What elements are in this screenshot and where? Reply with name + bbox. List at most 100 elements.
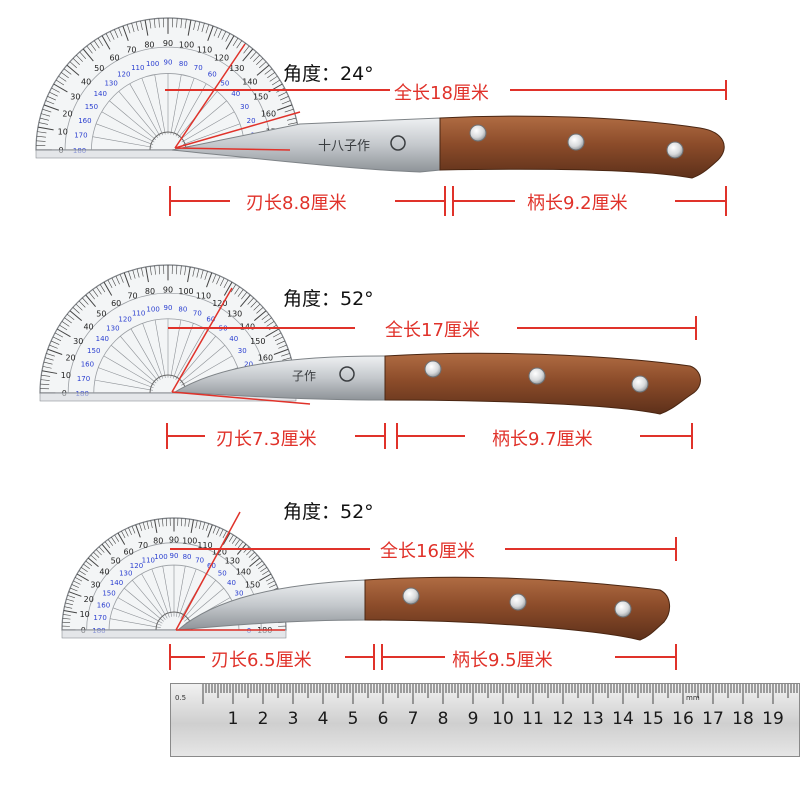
protractor-tick (250, 300, 258, 308)
protractor-inner-label: 90 (164, 304, 173, 312)
protractor-inner-label: 120 (130, 562, 143, 570)
protractor-tick (62, 621, 71, 624)
angle-line-2 (171, 287, 233, 393)
protractor-tick (288, 122, 298, 125)
protractor-tick (93, 40, 100, 49)
ruler-number: 4 (318, 709, 329, 729)
protractor-inner-label: 70 (193, 309, 202, 317)
protractor-inner-label: 110 (132, 309, 145, 317)
protractor-tick (38, 122, 48, 125)
protractor-scale-label: 120 (214, 53, 229, 62)
protractor-tick (37, 126, 54, 131)
protractor-tick (55, 79, 65, 86)
knife-1-logo (390, 135, 406, 151)
protractor-scale-label: 30 (90, 581, 100, 590)
protractor-tick (76, 54, 83, 62)
protractor-spoke (98, 367, 154, 389)
ruler-number: 10 (492, 709, 514, 729)
protractor-spoke (172, 323, 194, 379)
protractor-tick (192, 267, 195, 277)
ruler-number: 7 (408, 709, 419, 729)
protractor-tick (104, 541, 111, 549)
protractor-tick (61, 321, 70, 327)
total-length-label-1: 全长18厘米 (394, 83, 489, 104)
protractor-2: 0010102020303040405050606070708080909010… (39, 264, 297, 402)
protractor-scale-label: 20 (62, 109, 72, 118)
protractor-tick (230, 284, 237, 293)
protractor-scale-label: 10 (58, 127, 68, 136)
protractor-tick (96, 286, 102, 295)
protractor-tick (222, 532, 231, 545)
protractor-tick (259, 61, 267, 69)
protractor-tick (82, 48, 94, 62)
protractor-scale-label: 90 (169, 535, 179, 544)
protractor-tick (135, 524, 141, 538)
protractor-tick (114, 29, 119, 38)
protractor-tick (281, 353, 290, 357)
protractor-spoke (170, 74, 182, 135)
protractor-scale-label: 160 (258, 354, 273, 363)
angle-base-2 (171, 391, 311, 405)
handle-length-label-1: 柄长9.2厘米 (527, 193, 628, 214)
protractor-tick (236, 40, 243, 49)
protractor-tick (56, 328, 71, 338)
protractor-spoke (178, 568, 197, 618)
protractor-tick (101, 35, 111, 50)
protractor-tick (262, 570, 270, 576)
protractor-spoke (162, 565, 172, 617)
protractor-tick (78, 570, 86, 576)
knife-2-rivet (424, 360, 442, 378)
protractor-tick (149, 19, 152, 29)
protractor-scale-label: 130 (229, 64, 244, 73)
protractor-tick (59, 324, 68, 331)
protractor-spoke (141, 573, 168, 619)
protractor-tick (253, 310, 267, 321)
protractor-tick (273, 348, 289, 355)
protractor-tick (62, 617, 71, 620)
protractor-scale-label: 110 (197, 46, 212, 55)
blade-length-label-2: 刃长7.3厘米 (216, 429, 317, 450)
protractor-tick (87, 557, 99, 568)
protractor-spoke (182, 123, 241, 145)
protractor-scale-label: 150 (245, 581, 260, 590)
protractor-tick (124, 529, 129, 537)
protractor-tick (65, 602, 74, 606)
handle-length-label-3: 柄长9.5厘米 (452, 650, 553, 671)
protractor-tick (266, 321, 275, 327)
protractor-tick (86, 45, 93, 54)
protractor-tick (37, 131, 47, 134)
protractor-tick (280, 96, 289, 101)
protractor-tick (180, 265, 182, 275)
protractor-tick (80, 567, 88, 573)
protractor-tick (205, 24, 210, 34)
protractor-inner-label: 160 (81, 361, 94, 369)
protractor-tick (64, 606, 73, 609)
protractor-scale-label: 100 (182, 537, 197, 546)
protractor-scale-label: 80 (153, 537, 163, 546)
protractor-tick (253, 54, 260, 62)
protractor-inner-label: 50 (220, 79, 229, 87)
protractor-scale-label: 130 (225, 557, 240, 566)
protractor-tick (180, 18, 183, 28)
knife-2-rivet (528, 367, 546, 385)
protractor-scale-label: 110 (197, 541, 212, 550)
protractor-tick (82, 297, 89, 305)
protractor-tick (202, 522, 206, 530)
ruler-number: 15 (642, 709, 664, 729)
knife-2-logo (339, 366, 355, 382)
protractor-center (149, 374, 187, 394)
protractor-inner-label: 130 (119, 570, 132, 578)
protractor-tick (205, 523, 209, 532)
protractor-spoke (109, 618, 161, 628)
knife-2-rivet (631, 375, 649, 393)
angle-base-1 (174, 147, 291, 151)
protractor-tick (71, 584, 79, 588)
protractor-inner-label: 110 (142, 556, 155, 564)
protractor-tick (232, 37, 239, 47)
protractor-arc (86, 542, 262, 631)
protractor-tick (107, 279, 113, 289)
protractor-tick (240, 294, 251, 308)
protractor-inner-label: 140 (96, 335, 109, 343)
protractor-tick (228, 534, 234, 542)
